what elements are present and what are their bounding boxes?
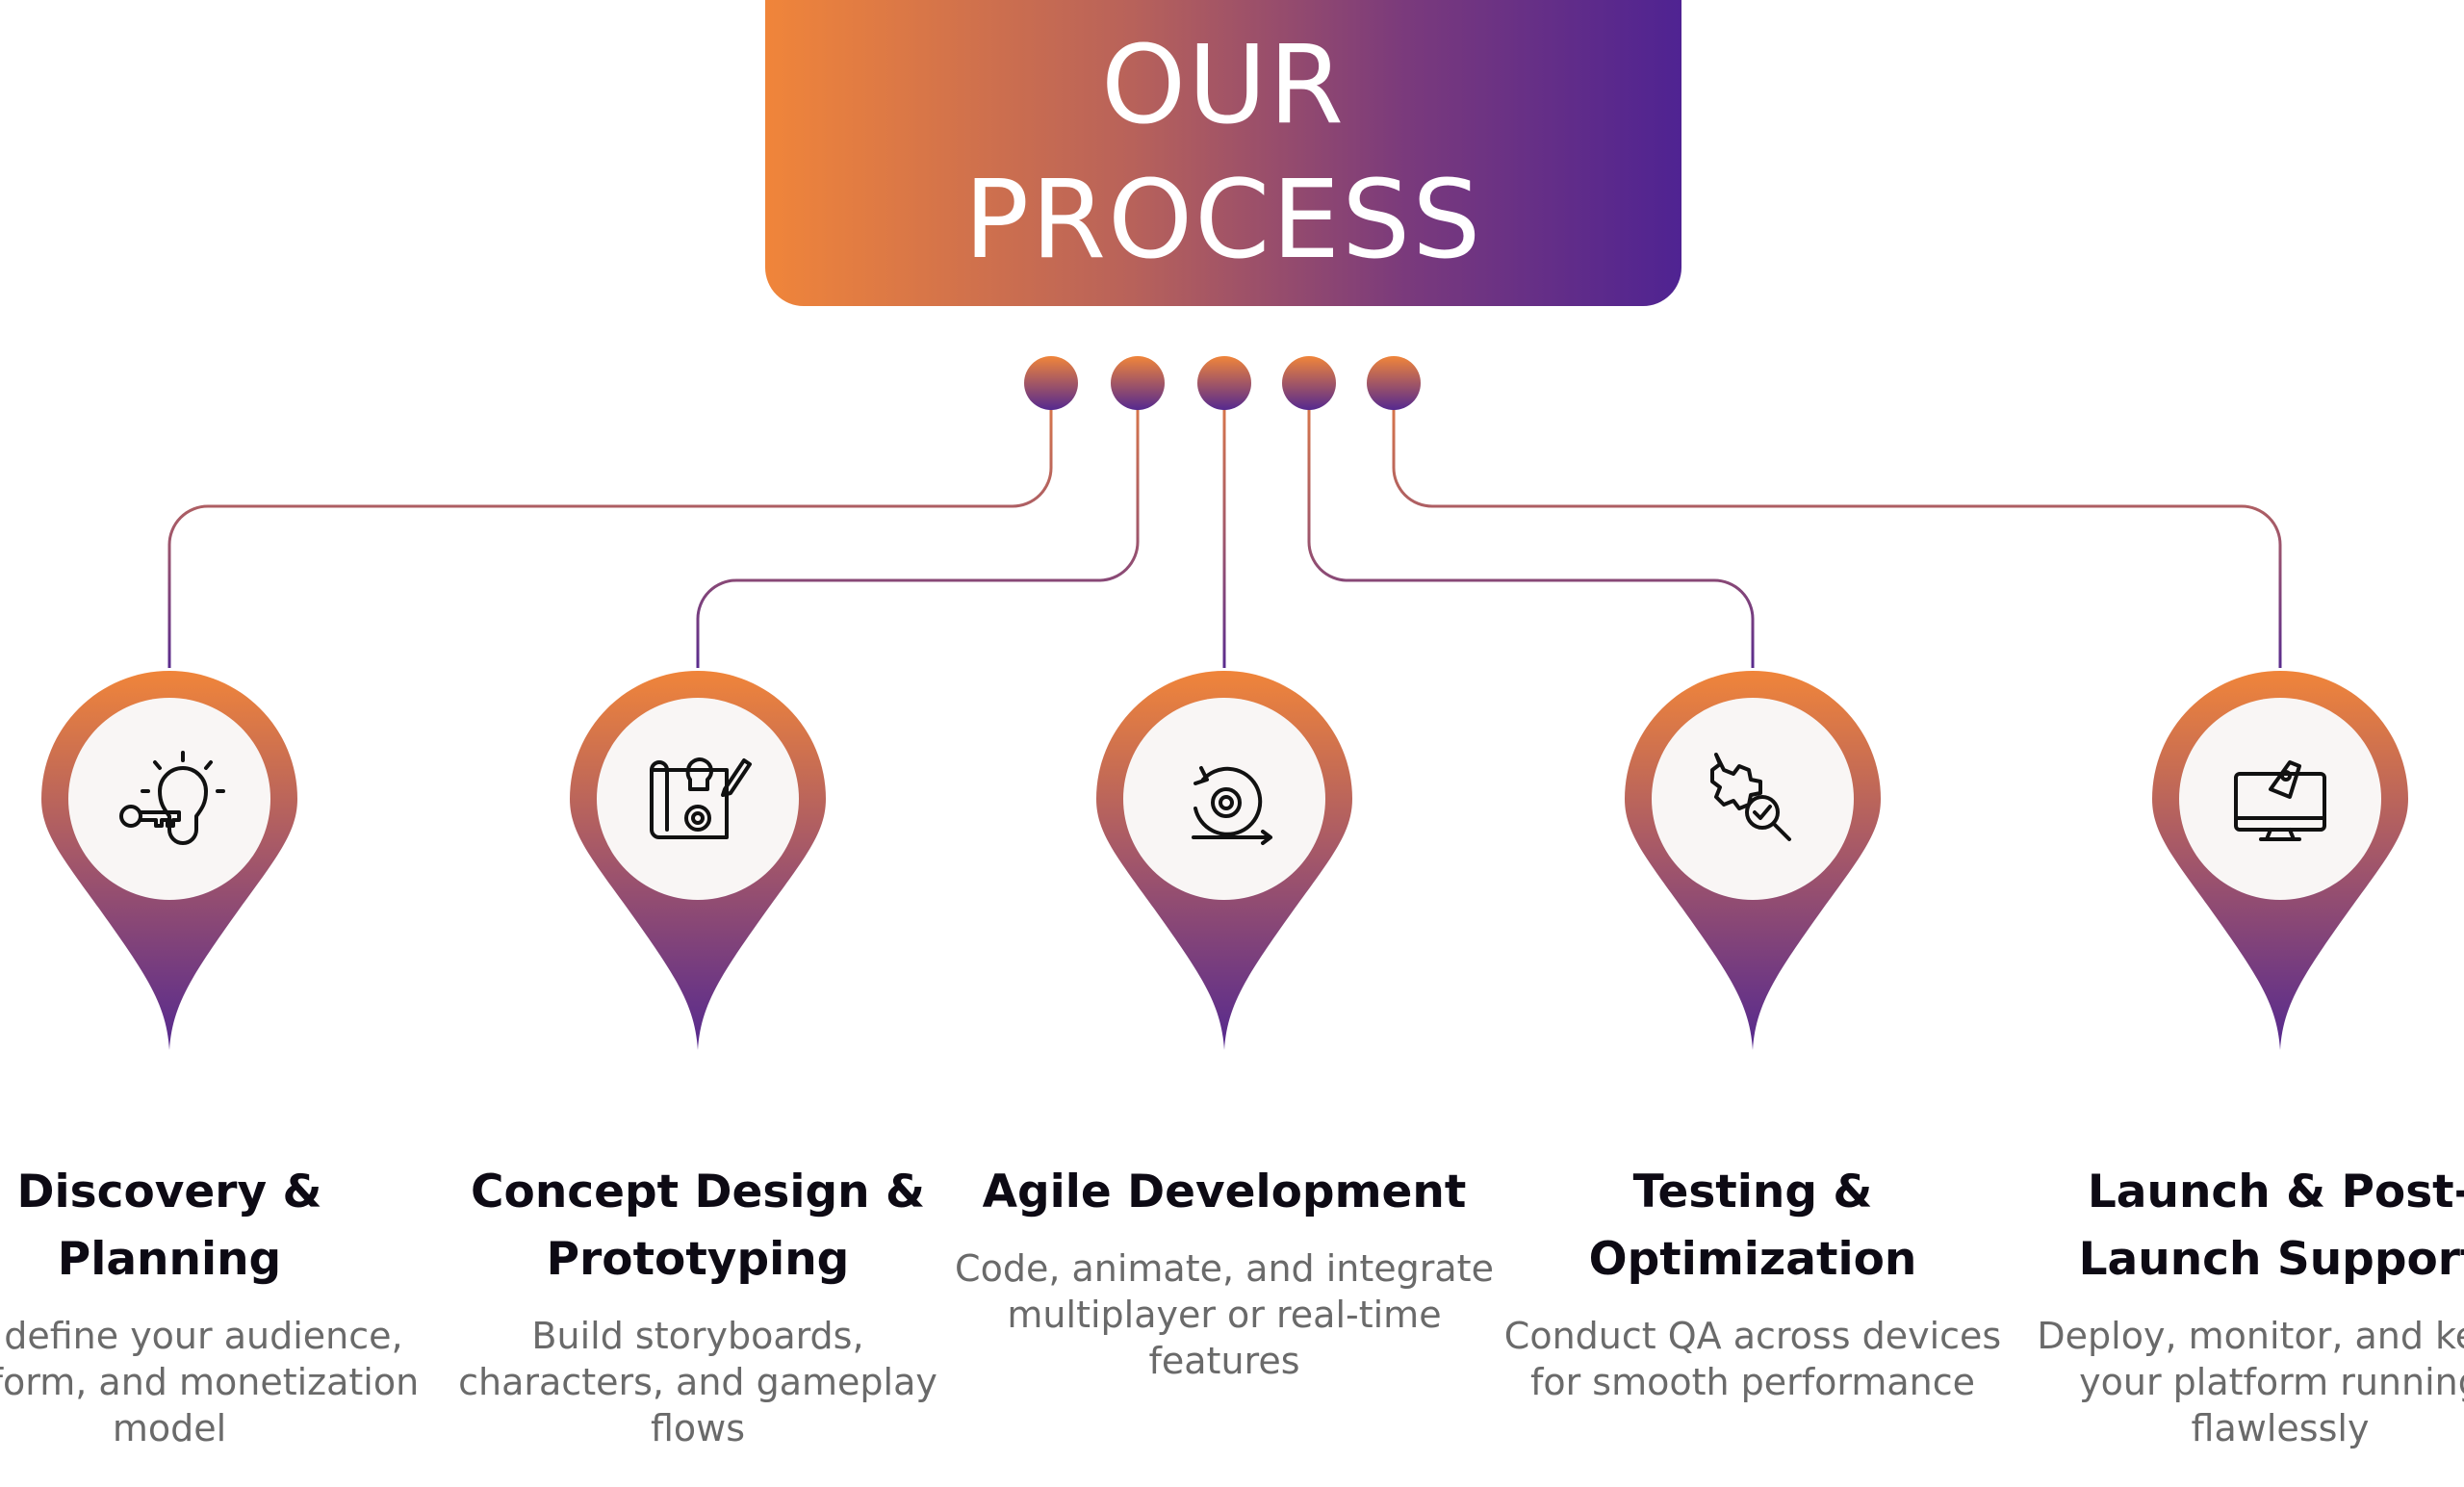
pin-shape bbox=[2152, 671, 2408, 1050]
step-title: Discovery & Planning bbox=[16, 1166, 322, 1286]
step-description: Code, animate, and integrate multiplayer… bbox=[955, 1247, 1494, 1382]
step-title: Testing & Optimization bbox=[1588, 1166, 1917, 1286]
step-title: Agile Development bbox=[982, 1166, 1467, 1218]
pin-shape bbox=[570, 671, 826, 1050]
dot-5 bbox=[1367, 356, 1421, 410]
step-description: Conduct QA across devices for smooth per… bbox=[1503, 1315, 2002, 1403]
step-description: Deploy, monitor, and keep your platform … bbox=[2037, 1315, 2464, 1449]
dot-1 bbox=[1024, 356, 1078, 410]
title-line-2: PROCESS bbox=[963, 158, 1483, 283]
connector-2 bbox=[696, 383, 1140, 668]
step-title: Launch & Post-Launch Support bbox=[2078, 1166, 2464, 1286]
step-description: We define your audience, platform, and m… bbox=[0, 1315, 420, 1449]
pin-shape bbox=[41, 671, 297, 1050]
process-step-1: Discovery & Planning We define your audie… bbox=[0, 668, 439, 1451]
blueprint-pencil-icon bbox=[650, 757, 752, 839]
title-line-1: OUR bbox=[1101, 23, 1346, 148]
pin-marker bbox=[570, 668, 826, 1051]
connector-4 bbox=[1307, 383, 1755, 668]
page-title-banner: OUR PROCESS bbox=[765, 0, 1681, 306]
monitor-rocket-icon bbox=[2234, 760, 2326, 841]
pin-marker bbox=[1096, 668, 1352, 1051]
agile-gear-cycle-icon bbox=[1192, 766, 1272, 845]
connector-1 bbox=[167, 383, 1053, 668]
pin-marker bbox=[1625, 668, 1881, 1051]
key-lightbulb-icon bbox=[119, 751, 225, 845]
dot-4 bbox=[1282, 356, 1336, 410]
dot-3 bbox=[1197, 356, 1251, 410]
pin-marker bbox=[2152, 668, 2408, 1051]
dot-2 bbox=[1111, 356, 1165, 410]
step-title: Concept Design & Prototyping bbox=[471, 1166, 925, 1286]
pin-marker bbox=[41, 668, 297, 1051]
step-description: Build storyboards, characters, and gamep… bbox=[458, 1315, 937, 1449]
connector-5 bbox=[1392, 383, 2282, 668]
pin-shape bbox=[1096, 671, 1352, 1050]
gear-magnifier-check-icon bbox=[1710, 753, 1791, 841]
pin-shape bbox=[1625, 671, 1881, 1050]
